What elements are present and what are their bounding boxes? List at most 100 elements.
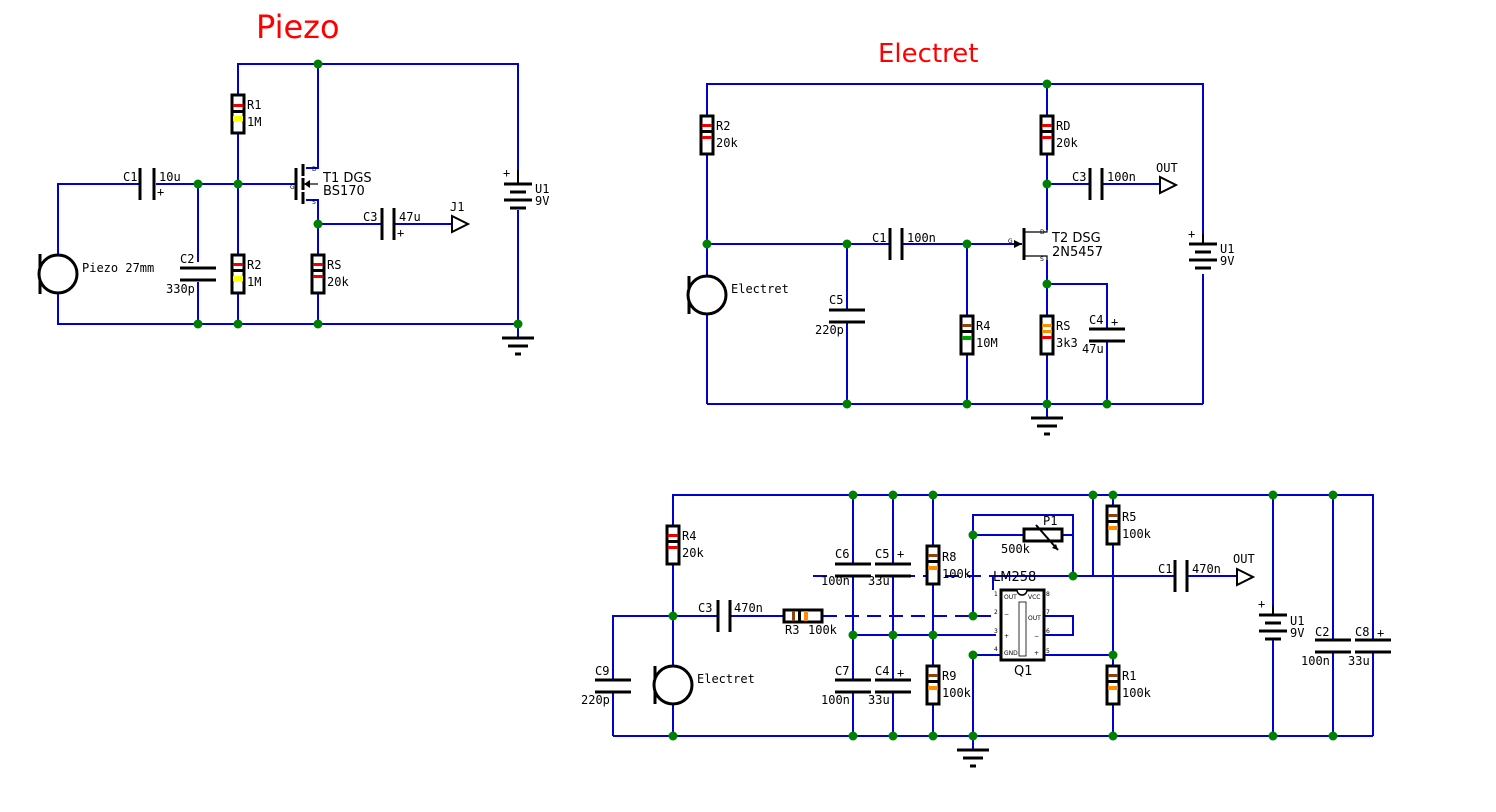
svg-text:OUT: OUT	[1233, 552, 1255, 566]
svg-text:3k3: 3k3	[1056, 336, 1078, 350]
svg-text:100k: 100k	[1122, 686, 1152, 700]
svg-text:R2: R2	[247, 258, 261, 272]
svg-text:+: +	[897, 547, 904, 561]
svg-text:R4: R4	[682, 529, 696, 543]
svg-text:−: −	[1004, 611, 1009, 618]
title-piezo: Piezo	[256, 8, 340, 46]
opamp-u1-battery: + U1 9V	[1258, 597, 1304, 641]
svg-text:9V: 9V	[1220, 254, 1234, 268]
electret-t2-jfet: D G S T2 DSG 2N5457	[1008, 228, 1103, 263]
svg-text:U1: U1	[535, 182, 549, 196]
svg-text:20k: 20k	[1056, 136, 1078, 150]
opamp-c9: C9 220p	[581, 664, 631, 707]
svg-text:D: D	[312, 166, 317, 173]
svg-text:100k: 100k	[1122, 527, 1152, 541]
electret-u1-battery: + U1 9V	[1188, 227, 1234, 270]
svg-text:T2 DSG: T2 DSG	[1051, 231, 1101, 246]
svg-text:J1: J1	[450, 200, 464, 214]
piezo-j1-jack: J1	[450, 200, 471, 234]
piezo-ground-icon	[500, 336, 536, 356]
piezo-t1-mosfet: D G S T1 DGS BS170	[290, 164, 372, 206]
svg-text:C3: C3	[1072, 170, 1086, 184]
svg-text:100n: 100n	[1107, 170, 1136, 184]
svg-text:C5: C5	[829, 293, 843, 307]
piezo-r1: R1 1M	[230, 93, 261, 135]
svg-text:LM258: LM258	[993, 570, 1036, 585]
svg-text:+: +	[397, 226, 404, 240]
svg-text:10M: 10M	[976, 336, 998, 350]
svg-text:C1: C1	[1158, 562, 1172, 576]
svg-text:+: +	[1111, 315, 1118, 329]
svg-text:S: S	[1040, 256, 1044, 263]
svg-text:VCC: VCC	[1028, 594, 1040, 601]
electret-jfet-circuit: Electret R2 20k RD 20k C3 100n	[686, 79, 1234, 436]
svg-text:20k: 20k	[716, 136, 738, 150]
svg-text:C8: C8	[1355, 625, 1369, 639]
piezo-junctions	[193, 59, 523, 329]
svg-text:+: +	[1004, 633, 1009, 640]
electret-mic-label: Electret	[731, 282, 789, 296]
piezo-disc-icon	[37, 253, 79, 295]
piezo-rs: RS 20k	[310, 253, 349, 295]
opamp-ic-lm258: LM258 Q1 OUT VCC OUT − + − + GND 1 2 3 4…	[993, 570, 1050, 679]
svg-text:R3: R3	[785, 623, 799, 637]
svg-text:33u: 33u	[868, 693, 890, 707]
opamp-junctions	[668, 490, 1338, 741]
piezo-label: Piezo 27mm	[82, 261, 154, 275]
svg-text:20k: 20k	[327, 275, 349, 289]
svg-text:R1: R1	[1122, 669, 1136, 683]
opamp-c8: C8 + 33u	[1348, 625, 1391, 668]
opamp-r8: R8 100k	[925, 544, 972, 586]
opamp-mic-label: Electret	[697, 672, 755, 686]
svg-text:RS: RS	[327, 258, 341, 272]
svg-text:R2: R2	[716, 119, 730, 133]
opamp-c5: C5 + 33u	[868, 547, 911, 588]
opamp-c4: C4 + 33u	[868, 664, 911, 707]
svg-text:S: S	[312, 199, 316, 206]
svg-text:OUT: OUT	[1004, 594, 1017, 601]
svg-text:2: 2	[994, 609, 998, 616]
electret-out-port: OUT	[1156, 161, 1179, 195]
opamp-circuit: R4 20k C3 470n R3 100k C9 220p	[581, 490, 1391, 768]
svg-text:100n: 100n	[907, 231, 936, 245]
electret-c3: C3 100n	[1072, 168, 1136, 200]
svg-text:8: 8	[1046, 591, 1050, 598]
electret-junctions	[702, 79, 1112, 409]
svg-text:T1 DGS: T1 DGS	[322, 171, 372, 186]
opamp-c7: C7 100n	[821, 664, 871, 707]
electret-r2: R2 20k	[699, 114, 738, 156]
svg-text:R4: R4	[976, 319, 990, 333]
piezo-c1: C1 10u +	[123, 168, 181, 200]
svg-text:C1: C1	[872, 231, 886, 245]
electret-rs: RS 3k3	[1039, 314, 1078, 356]
opamp-mic-icon	[652, 664, 694, 706]
opamp-r3: R3 100k	[782, 608, 838, 637]
piezo-r2: R2 1M	[230, 253, 261, 295]
svg-text:4: 4	[994, 646, 998, 653]
svg-text:G: G	[1008, 238, 1013, 245]
svg-text:47u: 47u	[399, 210, 421, 224]
svg-text:6: 6	[1046, 628, 1050, 635]
svg-text:Q1: Q1	[1014, 664, 1033, 679]
svg-text:1M: 1M	[247, 115, 261, 129]
svg-text:100k: 100k	[808, 623, 838, 637]
svg-text:R5: R5	[1122, 510, 1136, 524]
svg-text:+: +	[157, 185, 164, 199]
svg-text:RS: RS	[1056, 319, 1070, 333]
svg-text:C4: C4	[1089, 313, 1103, 327]
opamp-c3: C3 470n	[698, 600, 763, 632]
svg-text:20k: 20k	[682, 546, 704, 560]
svg-text:+: +	[1034, 650, 1039, 657]
svg-text:C3: C3	[363, 210, 377, 224]
svg-text:C9: C9	[595, 664, 609, 678]
svg-text:+: +	[1188, 227, 1195, 241]
piezo-c3: C3 47u +	[363, 208, 421, 240]
svg-text:C2: C2	[1315, 625, 1329, 639]
opamp-c1: C1 470n	[1158, 560, 1221, 592]
svg-text:100n: 100n	[1301, 654, 1330, 668]
svg-text:C6: C6	[835, 547, 849, 561]
opamp-r1: R1 100k	[1105, 664, 1152, 706]
svg-text:+: +	[503, 166, 510, 180]
svg-text:G: G	[290, 184, 295, 191]
svg-text:+: +	[897, 666, 904, 680]
